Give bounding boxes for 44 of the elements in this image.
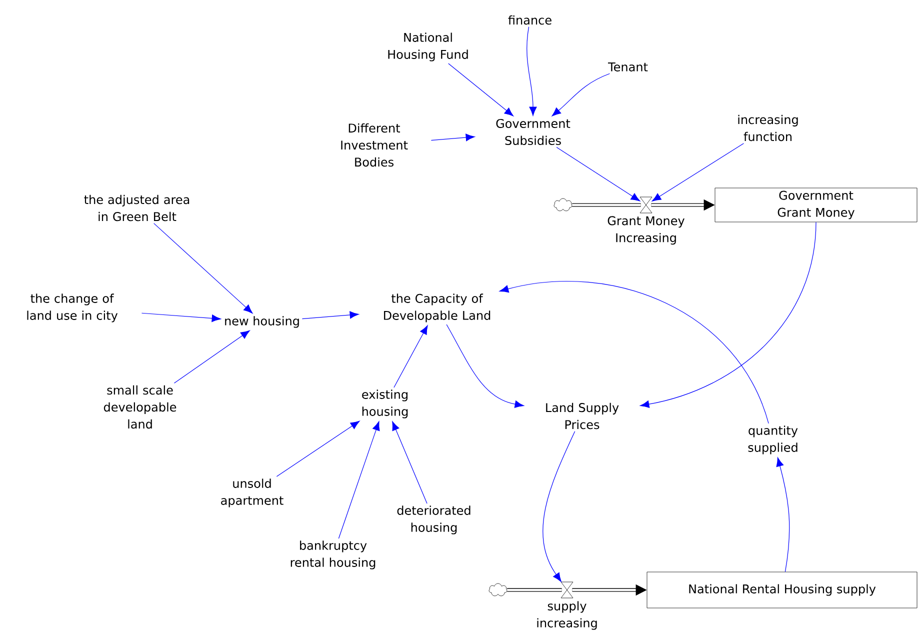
- arrow: [430, 134, 475, 142]
- arrow: [338, 421, 380, 539]
- stock-box: National Rental Housing supply: [646, 572, 918, 608]
- stock-box: Government Grant Money: [714, 188, 918, 222]
- arrow: [640, 222, 816, 408]
- flow-pipe: [572, 203, 641, 207]
- variable-label: Tenant: [608, 62, 648, 72]
- variable-label: the change of land use in city: [27, 294, 118, 322]
- arrow: [174, 330, 250, 384]
- flow-label: supply increasing: [537, 601, 597, 630]
- arrow: [276, 420, 360, 477]
- variable-label: finance: [508, 15, 552, 25]
- arrow: [302, 311, 359, 320]
- arrow: [392, 421, 428, 504]
- variable-label: existing housing: [362, 390, 408, 418]
- variable-label: deteriorated housing: [397, 506, 470, 534]
- variable-label: increasing function: [738, 114, 798, 142]
- arrow: [394, 325, 428, 388]
- cloud-symbol: [554, 198, 572, 212]
- arrow: [448, 63, 514, 116]
- variable-label: Government Subsidies: [496, 118, 570, 146]
- variable-label: new housing: [225, 316, 299, 328]
- variable-label: quantity supplied: [748, 426, 798, 454]
- arrow: [526, 26, 537, 116]
- variable-label: unsold apartment: [221, 478, 284, 508]
- arrow: [141, 312, 221, 322]
- arrow: [542, 431, 576, 582]
- variable-label: the Capacity of Developable Land: [384, 294, 490, 322]
- variable-label: Land Supply Prices: [546, 402, 619, 430]
- arrow: [776, 457, 790, 572]
- arrow: [652, 143, 744, 202]
- variable-label: Different Investment Bodies: [341, 123, 408, 167]
- flow-pipe: [507, 588, 562, 592]
- arrow: [446, 324, 524, 408]
- arrow: [154, 223, 253, 314]
- arrow: [499, 281, 769, 424]
- arrow: [556, 146, 640, 202]
- variable-label: National Housing Fund: [388, 32, 468, 62]
- cloud-symbol: [488, 583, 508, 596]
- variable-label: small scale developable land: [104, 385, 176, 429]
- flow-label: Grant Money Increasing: [608, 216, 684, 245]
- variable-label: bankruptcy rental housing: [290, 540, 376, 570]
- variable-label: the adjusted area in Green Belt: [84, 194, 190, 222]
- arrow: [552, 73, 610, 116]
